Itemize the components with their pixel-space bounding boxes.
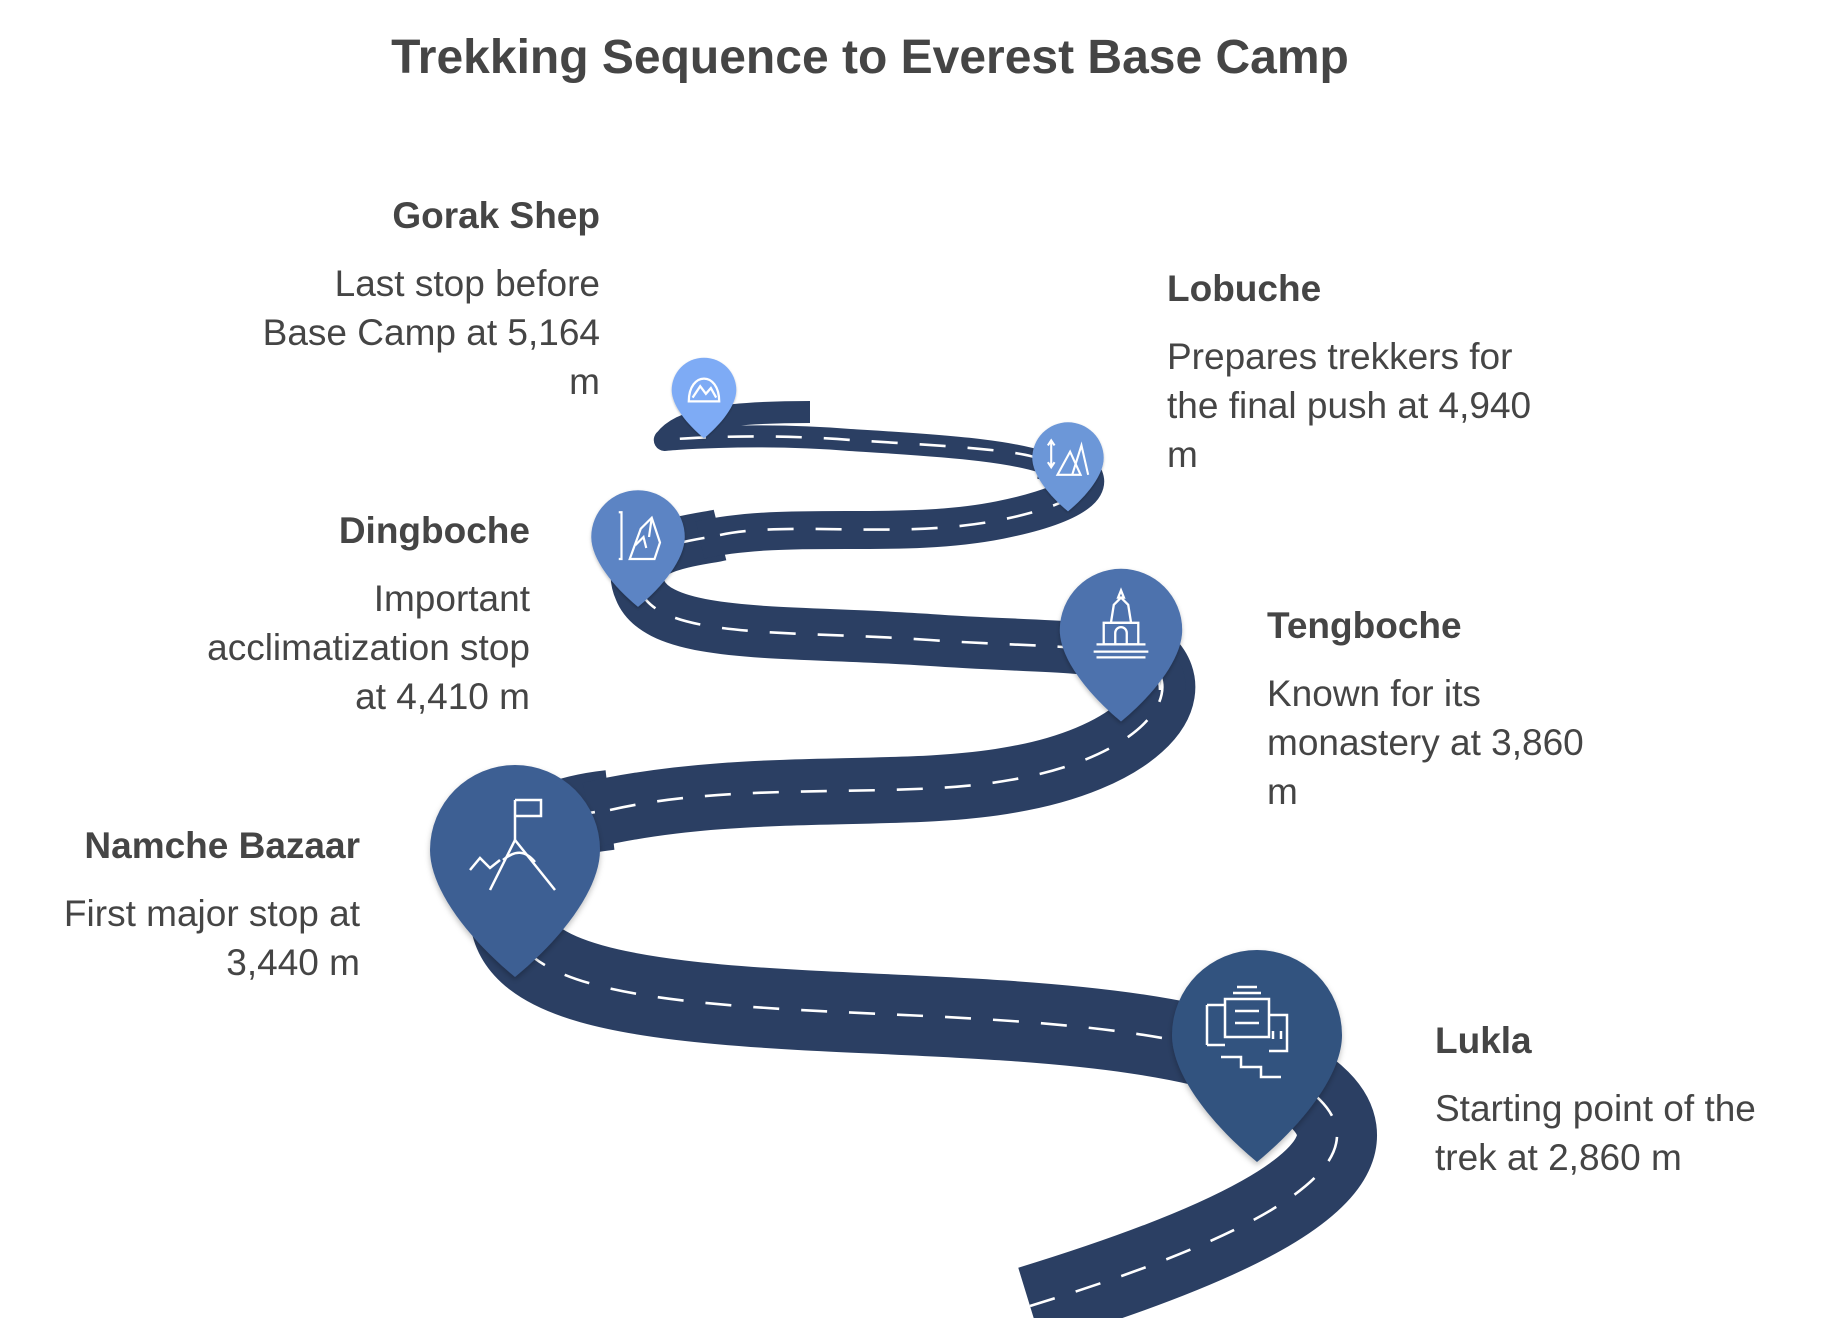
- stop-name: Gorak Shep: [392, 195, 600, 236]
- pin-gorak: [671, 357, 737, 439]
- stop-name: Tengboche: [1267, 605, 1462, 646]
- pin-lobuche: [1032, 422, 1104, 512]
- road-segment-lobuche-gorak: [653, 401, 1067, 480]
- fortress-icon: [1205, 985, 1289, 1079]
- pin-lukla: [1172, 950, 1342, 1162]
- stop-name: Lukla: [1435, 1020, 1532, 1061]
- monastery-icon: [1093, 587, 1149, 659]
- road-segment-dingboche-lobuche: [695, 441, 1104, 559]
- page-title: Trekking Sequence to Everest Base Camp: [391, 31, 1349, 84]
- stop-name: Namche Bazaar: [84, 825, 360, 866]
- snow-peak-icon: [687, 377, 721, 403]
- pin-dingboche: [591, 490, 685, 607]
- stop-name: Dingboche: [338, 510, 530, 551]
- cliff-icon: [618, 511, 662, 561]
- stop-name: Lobuche: [1167, 268, 1322, 309]
- pin-namche: [430, 765, 600, 977]
- road-segment-namche-tengboche: [582, 636, 1196, 848]
- altitude-mountain-icon: [1046, 438, 1090, 476]
- summit-flag-icon: [469, 798, 556, 891]
- pin-tengboche: [1059, 568, 1183, 722]
